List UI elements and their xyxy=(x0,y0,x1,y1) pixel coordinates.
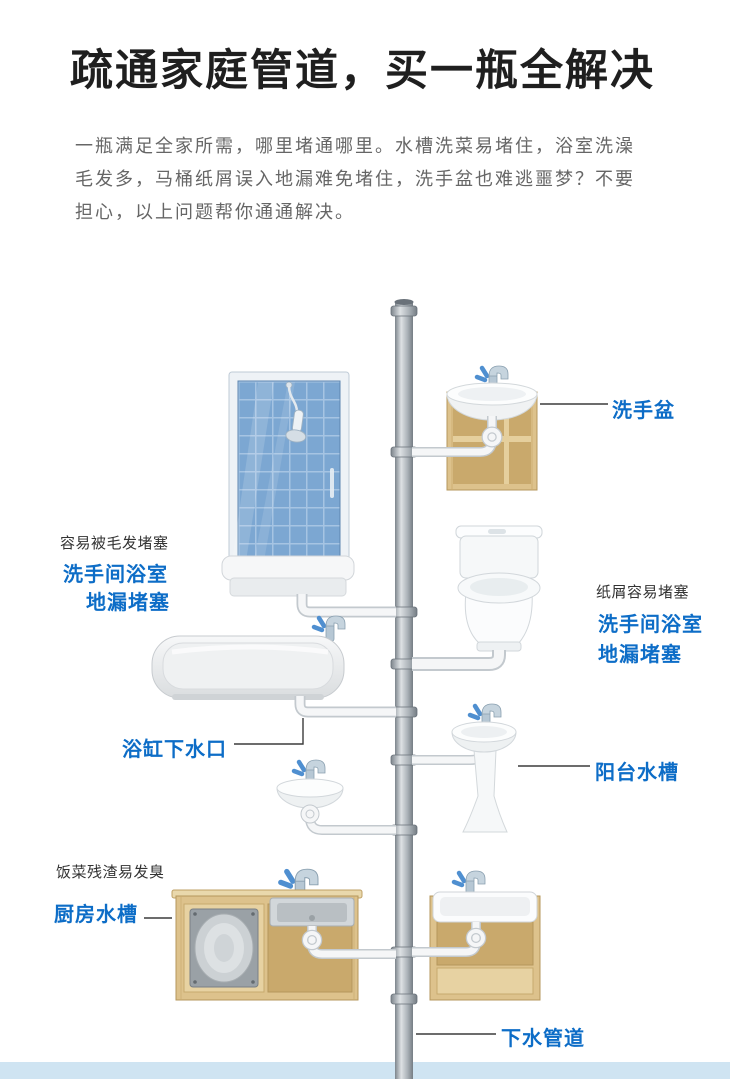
wall-basin xyxy=(276,760,396,835)
sink-pedestal xyxy=(462,749,508,833)
note-toilet-clog: 纸屑容易堵塞 xyxy=(596,584,690,601)
pipe-top-opening xyxy=(394,299,414,305)
callout-line-bathtub xyxy=(234,718,304,745)
shower-head-icon xyxy=(285,409,307,443)
shower-handle-bar xyxy=(330,468,334,498)
footer-strip xyxy=(0,1062,730,1079)
bathtub-drain-pipe xyxy=(296,696,396,716)
label-toilet-line2: 地漏堵塞 xyxy=(598,644,682,666)
main-drain-pipe xyxy=(390,299,418,1079)
toilet-drain-pipe xyxy=(412,650,504,669)
intro-text: 一瓶满足全家所需，哪里堵通哪里。水槽洗菜易堵住，浴室洗澡 毛发多，马桶纸屑误入地… xyxy=(75,130,635,229)
label-drain-pipe: 下水管道 xyxy=(501,1028,585,1050)
toilet xyxy=(412,525,543,671)
shower-tray xyxy=(221,555,355,581)
wall-basin-bowl xyxy=(276,778,344,798)
toilet-flush-button xyxy=(488,529,506,534)
shower-drain-pipe xyxy=(298,594,396,616)
kitchen-sink-unit xyxy=(171,869,396,1001)
pipe-collars xyxy=(390,305,418,1005)
label-wash-basin: 洗手盆 xyxy=(612,400,675,422)
label-shower-line1: 洗手间浴室 xyxy=(63,564,168,586)
callout-lines xyxy=(144,403,608,1035)
note-kitchen-smell: 饭菜残渣易发臭 xyxy=(56,864,165,881)
bathtub xyxy=(151,616,396,718)
toilet-tank xyxy=(459,535,539,579)
label-shower-line2: 地漏堵塞 xyxy=(86,592,170,614)
wash-basin-unit xyxy=(412,366,538,491)
intro-line-3: 担心，以上问题帮你通通解决。 xyxy=(75,202,355,222)
utility-sink-unit xyxy=(412,871,541,1001)
sink-drain-hole xyxy=(309,915,315,921)
shower-hose xyxy=(287,385,299,413)
page-title: 疏通家庭管道，买一瓶全解决 xyxy=(70,47,655,95)
label-balcony-sink: 阳台水槽 xyxy=(595,762,679,784)
label-toilet-line1: 洗手间浴室 xyxy=(598,614,703,636)
shower-stall xyxy=(221,371,396,618)
intro-line-1: 一瓶满足全家所需，哪里堵通哪里。水槽洗菜易堵住，浴室洗澡 xyxy=(75,136,635,156)
intro-line-2: 毛发多，马桶纸屑误入地漏难免堵住，洗手盆也难逃噩梦？不要 xyxy=(75,169,635,189)
wash-basin-trap-pipe xyxy=(412,416,496,456)
label-kitchen-sink: 厨房水槽 xyxy=(54,904,138,926)
label-bathtub-drain: 浴缸下水口 xyxy=(122,739,227,761)
balcony-sink xyxy=(412,704,517,833)
note-shower-clog: 容易被毛发堵塞 xyxy=(60,535,169,552)
